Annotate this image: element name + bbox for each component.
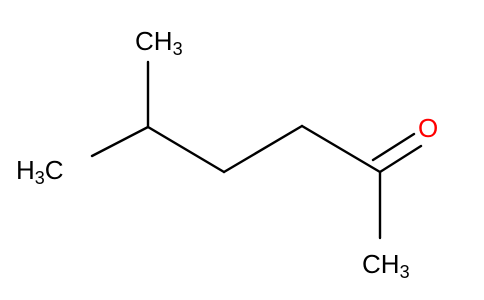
bond-chain-to-carbonyl: [300, 124, 382, 174]
atom-label-oxygen: O: [418, 115, 438, 141]
bond-carbonyl-double-outer: [378, 144, 423, 174]
bond-carbonyl-double-inner: [371, 132, 416, 162]
top-methyl-element: CH: [135, 26, 173, 56]
bond-branch-to-chain: [146, 125, 226, 174]
left-methyl-count: 3: [34, 168, 45, 188]
bond-left-methyl: [90, 125, 150, 158]
left-methyl-element: H: [16, 155, 35, 185]
atom-label-bottom-methyl: CH3: [362, 249, 410, 281]
left-methyl-suffix: C: [44, 155, 64, 185]
bond-chain-middle: [222, 124, 304, 174]
oxygen-element: O: [418, 113, 439, 143]
atom-label-left-methyl: H3C: [16, 155, 64, 187]
top-methyl-count: 3: [172, 39, 183, 59]
atom-label-top-methyl: CH3: [135, 26, 183, 58]
bottom-methyl-element: CH: [362, 249, 400, 279]
bottom-methyl-count: 3: [399, 262, 410, 282]
